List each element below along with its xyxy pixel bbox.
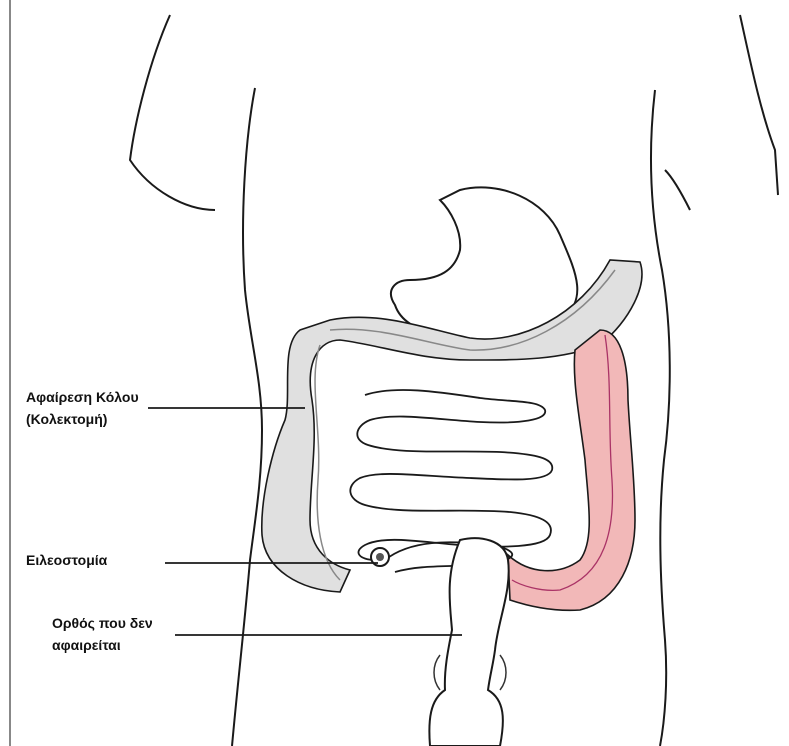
left-torso-outline	[232, 88, 262, 746]
colectomy-label: Αφαίρεση Κόλου (Κολεκτομή)	[26, 386, 139, 430]
right-armpit-outline	[665, 170, 690, 210]
rectum-label: Ορθός που δεν αφαιρείται	[52, 612, 153, 656]
right-arm-outline	[740, 15, 778, 195]
rectum	[429, 538, 508, 746]
stomach	[391, 187, 577, 341]
small-intestine	[350, 390, 552, 572]
left-arm-outline	[130, 15, 215, 210]
right-torso-outline	[651, 90, 670, 746]
stoma-opening	[376, 553, 384, 561]
colon-inner-line-left	[315, 345, 340, 580]
ileostomy-label: Ειλεοστομία	[26, 549, 107, 571]
